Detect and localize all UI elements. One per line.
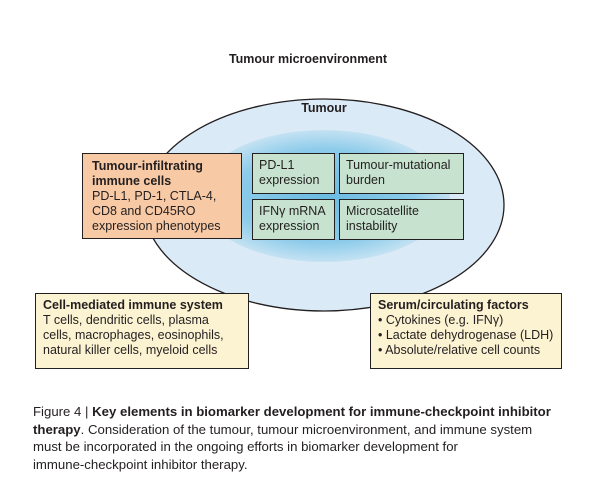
pd-l1-expression-box: PD-L1 expression <box>252 153 335 194</box>
til-body-line: expression phenotypes <box>92 219 221 233</box>
microsatellite-instability-box: Microsatellite instability <box>339 199 464 240</box>
ifn-line: expression <box>259 219 320 233</box>
cmi-body-line: cells, macrophages, eosinophils, <box>43 328 224 342</box>
caption-line: Figure 4 | Key elements in biomarker dev… <box>33 403 603 421</box>
til-body-line: PD-L1, PD-1, CTLA-4, <box>92 189 217 203</box>
msi-line: Microsatellite <box>346 204 419 218</box>
cmi-body-line: natural killer cells, myeloid cells <box>43 343 218 357</box>
til-title-line: Tumour-infiltrating <box>92 159 203 173</box>
ifn-gamma-mrna-expression-box: IFNγ mRNA expression <box>252 199 335 240</box>
serum-body-line: • Cytokines (e.g. IFNγ) <box>378 313 504 327</box>
pdl1-line: expression <box>259 173 320 187</box>
caption-prefix: Figure 4 | <box>33 404 93 419</box>
caption-line: therapy. Consideration of the tumour, tu… <box>33 421 603 439</box>
ifn-line: IFNγ mRNA <box>259 204 326 218</box>
msi-line: instability <box>346 219 398 233</box>
cmi-body-line: T cells, dendritic cells, plasma <box>43 313 209 327</box>
til-title-line: immune cells <box>92 174 172 188</box>
serum-title: Serum/circulating factors <box>378 298 529 312</box>
cmi-title: Cell-mediated immune system <box>43 298 223 312</box>
serum-body-line: • Absolute/relative cell counts <box>378 343 541 357</box>
til-body-line: CD8 and CD45RO <box>92 204 196 218</box>
serum-body-line: • Lactate dehydrogenase (LDH) <box>378 328 554 342</box>
caption-bold-title-end: therapy <box>33 421 81 437</box>
tumour-microenvironment-label: Tumour microenvironment <box>228 52 388 66</box>
serum-circulating-factors-box: Serum/circulating factors • Cytokines (e… <box>370 293 562 369</box>
caption-text: . Consideration of the tumour, tumour mi… <box>80 421 533 437</box>
tumour-mutational-burden-box: Tumour-mutational burden <box>339 153 464 194</box>
tmb-line: Tumour-mutational <box>346 158 451 172</box>
tumour-infiltrating-immune-cells-box: Tumour-infiltrating immune cells PD-L1, … <box>82 153 242 239</box>
pdl1-line: PD-L1 <box>259 158 295 172</box>
caption-line: immune-checkpoint inhibitor therapy. <box>33 456 248 472</box>
caption-line: must be incorporated in the ongoing effo… <box>33 439 458 454</box>
cell-mediated-immune-system-box: Cell-mediated immune system T cells, den… <box>35 293 249 369</box>
tmb-line: burden <box>346 173 385 187</box>
caption-bold-title: Key elements in biomarker development fo… <box>92 404 551 419</box>
figure-caption: Figure 4 | Key elements in biomarker dev… <box>33 403 603 473</box>
tumour-label: Tumour <box>301 101 347 115</box>
